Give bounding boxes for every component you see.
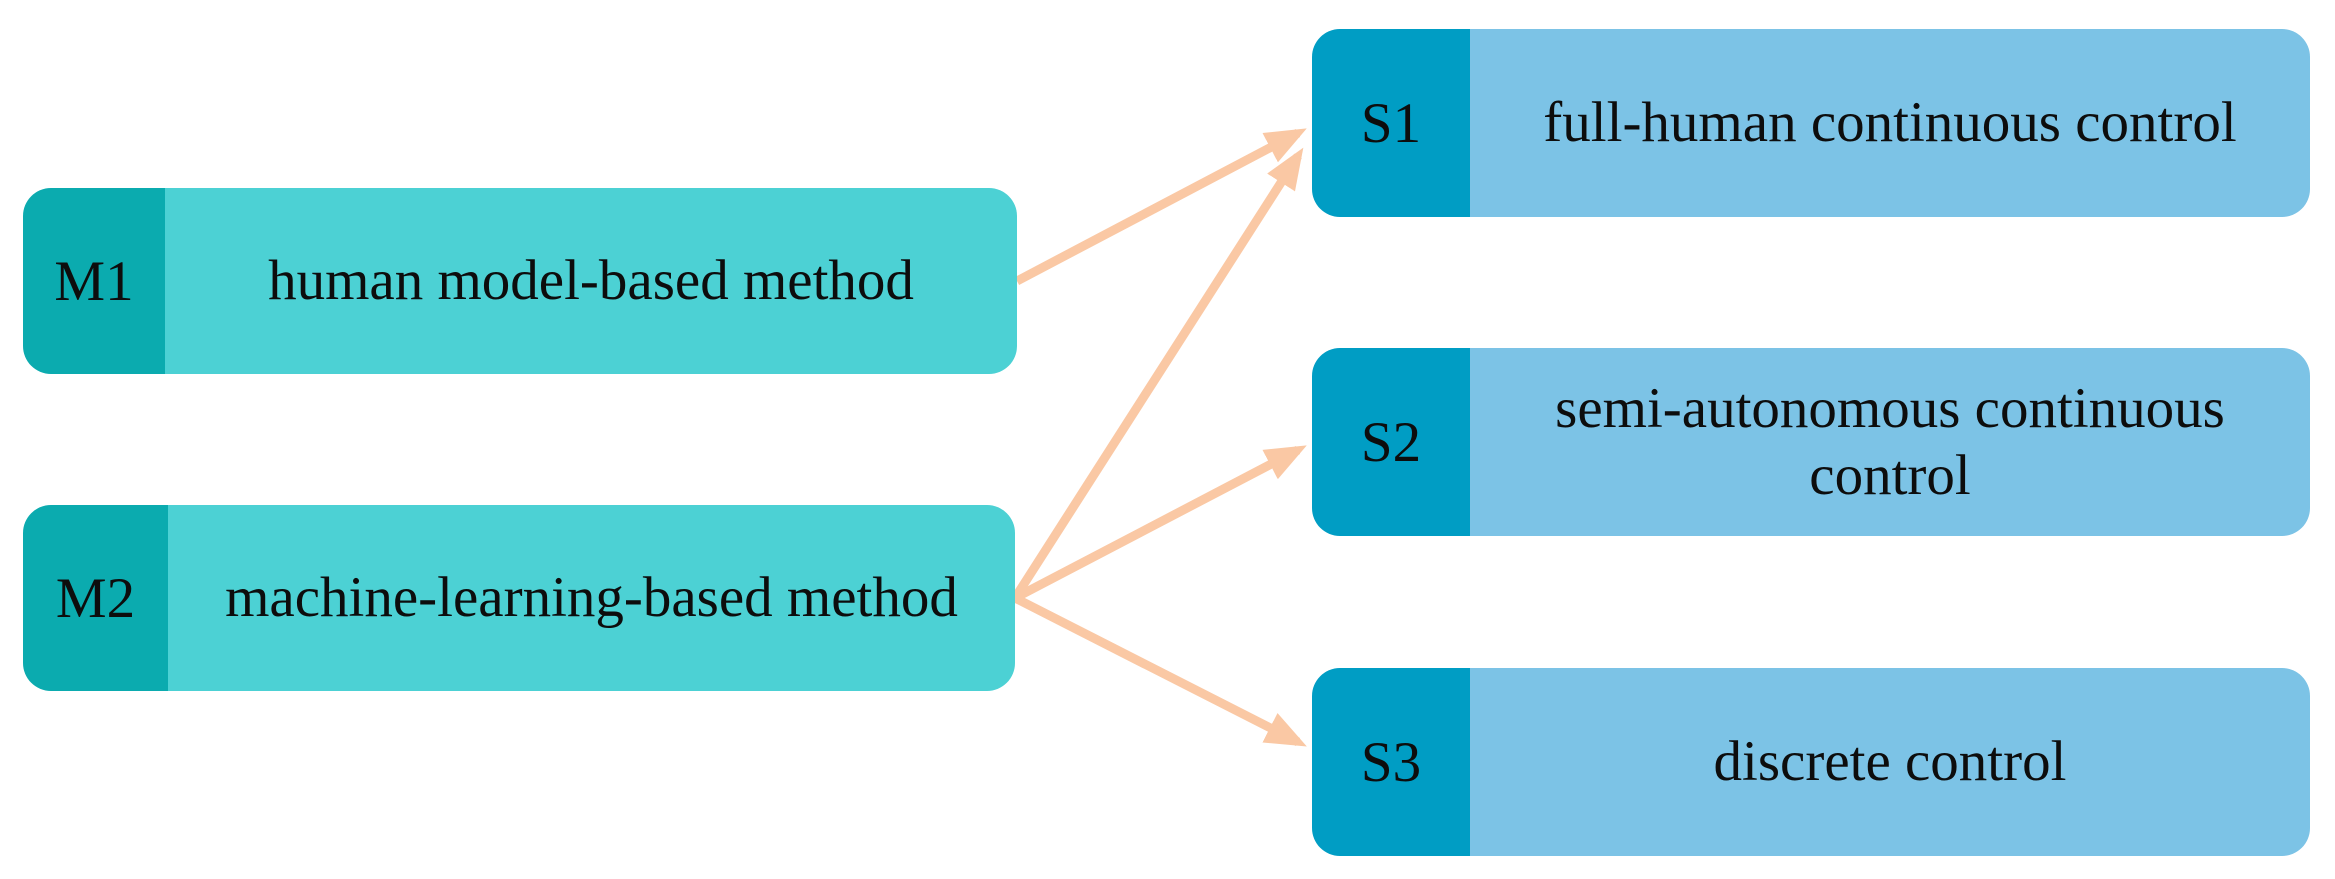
- node-s2: S2 semi-autonomous continuous control: [1312, 348, 2310, 536]
- arrow-m2-to-s3: [1012, 593, 1307, 747]
- node-m2-badge: M2: [23, 505, 168, 691]
- arrow-m2-to-s2: [1012, 445, 1307, 602]
- node-m2: M2 machine-learning-based method: [23, 505, 1015, 691]
- node-s1-badge: S1: [1312, 29, 1470, 217]
- node-s1: S1 full-human continuous control: [1312, 29, 2310, 217]
- node-s3: S3 discrete control: [1312, 668, 2310, 856]
- node-s3-badge: S3: [1312, 668, 1470, 856]
- node-m1: M1 human model-based method: [23, 188, 1017, 374]
- node-m2-label: machine-learning-based method: [168, 505, 1015, 691]
- node-s1-label: full-human continuous control: [1470, 29, 2310, 217]
- node-s3-label: discrete control: [1470, 668, 2310, 856]
- node-s2-label: semi-autonomous continuous control: [1470, 348, 2310, 536]
- node-s2-badge: S2: [1312, 348, 1470, 536]
- arrow-m2-to-s1: [1011, 147, 1304, 601]
- arrow-m1-to-s1: [1014, 128, 1307, 285]
- node-m1-label: human model-based method: [165, 188, 1017, 374]
- node-m1-badge: M1: [23, 188, 165, 374]
